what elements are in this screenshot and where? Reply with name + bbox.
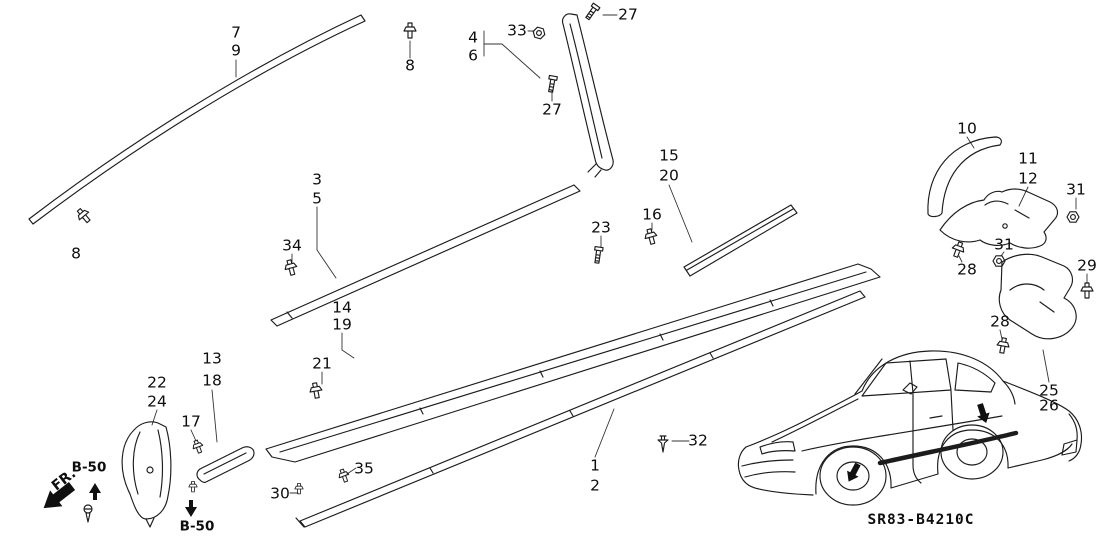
b50-reference-label: B-50 bbox=[71, 459, 107, 476]
bolt-icon bbox=[592, 245, 604, 265]
part-label-24: 24 bbox=[147, 392, 167, 411]
part-label-12: 12 bbox=[1018, 169, 1038, 188]
part-label-20: 20 bbox=[659, 166, 679, 185]
part-label-7: 7 bbox=[231, 23, 241, 42]
part-label-27: 27 bbox=[618, 5, 638, 24]
part-label-8: 8 bbox=[405, 56, 415, 75]
clip-icon bbox=[308, 381, 324, 400]
car-illustration bbox=[737, 350, 1083, 506]
pillar-garnish-shape bbox=[561, 13, 614, 178]
nut-icon bbox=[531, 25, 547, 41]
part-label-1: 1 bbox=[590, 456, 600, 475]
part-label-26: 26 bbox=[1039, 396, 1059, 415]
clip-icon bbox=[190, 438, 206, 455]
clip-icon bbox=[73, 205, 94, 226]
part-label-8: 8 bbox=[71, 244, 81, 263]
part-label-21: 21 bbox=[312, 354, 332, 373]
clip-icon bbox=[294, 482, 304, 495]
part-label-28: 28 bbox=[990, 312, 1010, 331]
bolt-icon bbox=[546, 74, 558, 94]
clip-icon bbox=[403, 22, 417, 39]
part-label-5: 5 bbox=[312, 189, 322, 208]
quarter-molding-shape bbox=[683, 204, 798, 277]
b50-reference-label: B-50 bbox=[179, 518, 215, 535]
fender-garnish-shape bbox=[939, 188, 1059, 249]
part-label-32: 32 bbox=[688, 431, 708, 450]
sill-protector-shape bbox=[265, 263, 881, 528]
part-label-2: 2 bbox=[590, 476, 600, 495]
clip-icon bbox=[642, 227, 660, 246]
screw-icon bbox=[83, 504, 93, 523]
mud-guard-left-shape bbox=[121, 421, 172, 528]
b50-up-arrow-icon bbox=[89, 483, 101, 500]
part-label-14: 14 bbox=[332, 298, 352, 317]
part-label-27: 27 bbox=[542, 100, 562, 119]
part-label-10: 10 bbox=[957, 119, 977, 138]
splash-guard-right-shape bbox=[998, 253, 1077, 340]
part-label-22: 22 bbox=[147, 373, 167, 392]
part-label-16: 16 bbox=[642, 205, 662, 224]
part-label-35: 35 bbox=[354, 459, 374, 478]
part-label-28: 28 bbox=[957, 260, 977, 279]
part-label-31: 31 bbox=[1066, 180, 1086, 199]
clip-icon bbox=[282, 258, 300, 277]
rivet-icon bbox=[657, 435, 669, 453]
b50-down-arrow-icon bbox=[185, 500, 197, 517]
part-label-9: 9 bbox=[231, 41, 241, 60]
part-label-18: 18 bbox=[202, 371, 222, 390]
bolt-icon bbox=[583, 2, 601, 22]
part-label-33: 33 bbox=[507, 21, 527, 40]
sill-garnish-shape bbox=[196, 446, 255, 483]
door-molding-shape bbox=[270, 184, 581, 327]
part-label-6: 6 bbox=[468, 46, 478, 65]
part-label-13: 13 bbox=[202, 349, 222, 368]
clip-icon bbox=[995, 336, 1011, 355]
part-label-19: 19 bbox=[332, 315, 352, 334]
clip-icon bbox=[188, 480, 198, 493]
nut-icon bbox=[1066, 211, 1080, 223]
part-label-29: 29 bbox=[1077, 256, 1097, 275]
diagram-code: SR83-B4210C bbox=[867, 511, 975, 528]
part-label-11: 11 bbox=[1018, 149, 1038, 168]
clip-icon bbox=[336, 467, 352, 484]
arch-molding-shape bbox=[927, 136, 1002, 218]
part-label-3: 3 bbox=[312, 170, 322, 189]
part-label-4: 4 bbox=[468, 28, 478, 47]
part-label-15: 15 bbox=[659, 146, 679, 165]
clip-icon bbox=[949, 239, 967, 260]
clip-icon bbox=[1080, 282, 1094, 299]
part-label-25: 25 bbox=[1039, 381, 1059, 400]
callout-lines bbox=[151, 14, 1088, 494]
part-label-31: 31 bbox=[994, 235, 1014, 254]
part-label-17: 17 bbox=[181, 412, 201, 431]
part-label-23: 23 bbox=[591, 218, 611, 237]
part-label-30: 30 bbox=[270, 484, 290, 503]
roof-molding-shape bbox=[28, 14, 366, 225]
part-label-34: 34 bbox=[282, 236, 302, 255]
